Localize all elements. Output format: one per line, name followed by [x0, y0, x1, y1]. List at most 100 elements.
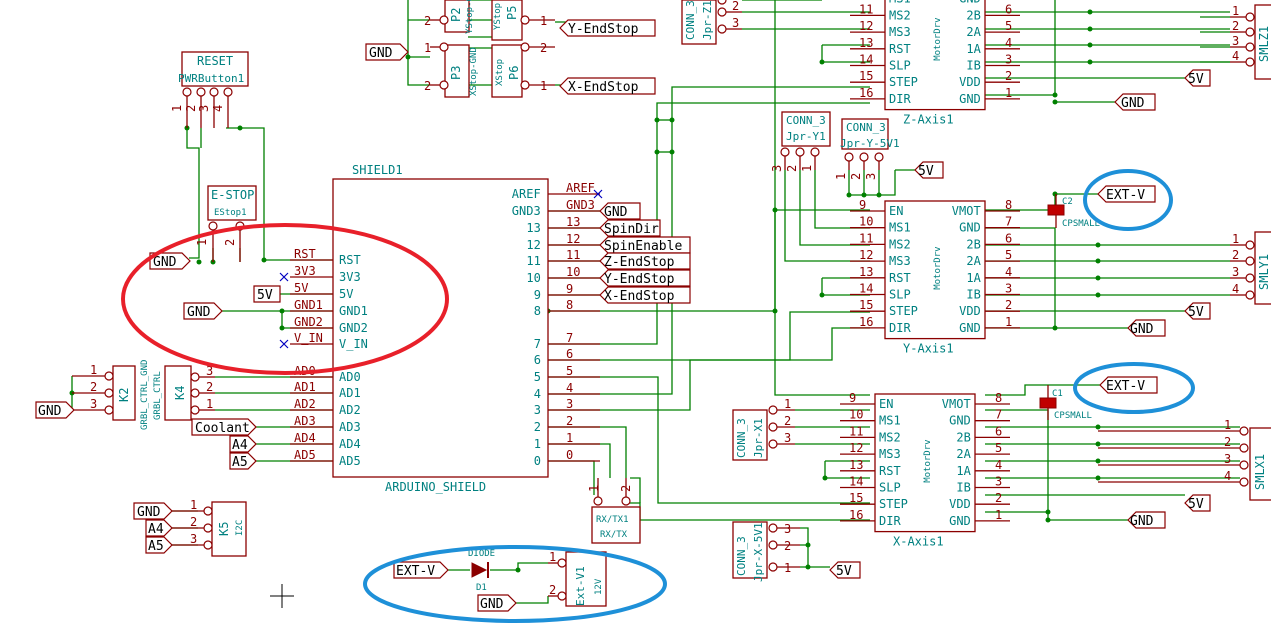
- capacitor-c1[interactable]: C1 CPSMALL: [1039, 385, 1092, 421]
- svg-text:STEP: STEP: [879, 497, 908, 511]
- label-gnd-i2c[interactable]: GND: [133, 502, 173, 520]
- label-y-endstop-top[interactable]: Y-EndStop: [559, 19, 656, 37]
- svg-text:3: 3: [206, 364, 213, 378]
- svg-text:Y-EndStop: Y-EndStop: [568, 22, 639, 37]
- ext-v1-connector[interactable]: Ext-V1 12V 12: [548, 550, 607, 607]
- shield-pin-8: 8: [534, 304, 541, 318]
- shield-net-7: 7: [566, 331, 573, 345]
- svg-text:Y-Axis1: Y-Axis1: [903, 342, 954, 356]
- svg-text:DIR: DIR: [889, 92, 911, 106]
- rxtx-connector[interactable]: RX/TX1 RX/TX 1 2: [587, 478, 641, 544]
- shield-pin-11: 11: [526, 254, 540, 268]
- label-x-endstop-top[interactable]: X-EndStop: [559, 77, 656, 95]
- label-5v-x-jpr[interactable]: 5V: [829, 561, 861, 579]
- svg-text:YStop-G: YStop-G: [465, 0, 475, 34]
- svg-text:D1: D1: [476, 583, 487, 593]
- label-a5[interactable]: A5: [229, 452, 257, 470]
- jpr-x-5v1[interactable]: CONN_3 Jpr-X-5V1 321: [732, 521, 800, 582]
- svg-text:K2: K2: [117, 388, 131, 402]
- estop-symbol[interactable]: E-STOP EStop1 1 2: [195, 185, 257, 262]
- jpr-y-5v1[interactable]: CONN_3 Jpr-Y-5V1 1 2 3: [834, 118, 900, 180]
- svg-text:1: 1: [549, 550, 556, 564]
- svg-text:K5: K5: [217, 522, 231, 536]
- svg-text:VDD: VDD: [949, 497, 971, 511]
- svg-text:15: 15: [859, 69, 873, 83]
- label-5v-x[interactable]: 5V: [1184, 494, 1211, 512]
- endstop-connectors[interactable]: P2 YStop-G 2 YStop P5 1 P3 XStop-GND 1 2…: [424, 0, 555, 98]
- label-gnd-gnd1[interactable]: GND: [183, 302, 223, 320]
- label-5v-y[interactable]: 5V: [1184, 302, 1211, 320]
- svg-text:3: 3: [1224, 452, 1231, 466]
- svg-text:2: 2: [784, 414, 791, 428]
- z-axis-driver[interactable]: 9EN8VMOT10MS17GND11MS262B12MS352A13RST41…: [850, 0, 1020, 127]
- label-coolant[interactable]: Coolant: [191, 418, 257, 436]
- svg-text:RST: RST: [889, 271, 911, 285]
- svg-text:I2C: I2C: [235, 520, 245, 536]
- k2-connector[interactable]: K2 GRBL_CTRL_GND 123: [72, 360, 150, 430]
- svg-text:CPSMALL: CPSMALL: [1054, 411, 1092, 421]
- svg-text:P2: P2: [449, 8, 463, 22]
- label-gnd-k2[interactable]: GND: [35, 401, 75, 419]
- shield-pin-6: 6: [534, 353, 541, 367]
- k5-connector[interactable]: K5 I2C 123: [170, 498, 247, 557]
- label-gnd-endstop[interactable]: GND: [365, 43, 409, 61]
- label-5v-y-jpr[interactable]: 5V: [914, 161, 944, 179]
- label-gnd-extv1[interactable]: GND: [477, 594, 517, 612]
- label-gnd-x[interactable]: GND: [1127, 511, 1166, 529]
- svg-text:2: 2: [1232, 19, 1239, 33]
- svg-text:2: 2: [206, 380, 213, 394]
- label-gnd-rst[interactable]: GND: [149, 252, 191, 270]
- svg-text:4: 4: [211, 105, 225, 112]
- svg-text:3: 3: [90, 397, 97, 411]
- label-a4-i2c[interactable]: A4: [145, 519, 173, 537]
- label-gnd-z[interactable]: GND: [1114, 93, 1156, 111]
- label-gnd-y[interactable]: GND: [1127, 319, 1166, 337]
- svg-text:X-Axis1: X-Axis1: [893, 535, 944, 549]
- label-a5-i2c[interactable]: A5: [145, 536, 173, 554]
- shield-pin-ad5: AD5: [339, 454, 361, 468]
- svg-text:5V: 5V: [257, 288, 273, 303]
- label-y-endstop-shield[interactable]: Y-EndStop: [599, 269, 691, 287]
- shield-value: ARDUINO_SHIELD: [385, 480, 486, 494]
- svg-text:GND: GND: [1130, 322, 1154, 337]
- diode-symbol[interactable]: DIODE D1: [468, 549, 495, 593]
- reset-button-symbol[interactable]: RESET PWRButton1 1 2 3 4: [170, 51, 249, 128]
- shield-net-aref: AREF: [566, 181, 595, 195]
- label-ext-v-y[interactable]: EXT-V: [1097, 185, 1156, 203]
- label-ext-v-diode[interactable]: EXT-V: [393, 561, 449, 579]
- label-spin-enable[interactable]: SpinEnable: [599, 236, 691, 254]
- label-5v-shield[interactable]: 5V: [253, 285, 281, 303]
- shield-pin-13: 13: [526, 221, 540, 235]
- arduino-shield[interactable]: SHIELD1 ARDUINO_SHIELD RSTRST3V33V35V5VG…: [279, 163, 603, 494]
- label-5v-z[interactable]: 5V: [1184, 69, 1211, 87]
- shield-pin-ad1: AD1: [339, 386, 361, 400]
- svg-text:9: 9: [859, 198, 866, 212]
- svg-text:16: 16: [859, 86, 873, 100]
- shield-left-pins: RSTRST3V33V35V5VGND1GND1GND2GND2V_INV_IN…: [279, 247, 368, 468]
- svg-text:1: 1: [540, 79, 547, 93]
- label-ext-v-x[interactable]: EXT-V: [1099, 376, 1158, 394]
- k4-connector[interactable]: K4 GRBL_CTRL 321: [153, 364, 215, 421]
- jpr-x1[interactable]: CONN_3 Jpr-X1 123: [732, 397, 795, 461]
- label-a4[interactable]: A4: [229, 435, 257, 453]
- label-spin-dir[interactable]: SpinDir: [599, 219, 661, 237]
- label-x-endstop-shield[interactable]: X-EndStop: [599, 286, 691, 304]
- svg-text:IB: IB: [966, 59, 980, 73]
- label-gnd-gnd3[interactable]: GND: [599, 202, 641, 220]
- svg-text:1: 1: [540, 14, 547, 28]
- shield-net-12: 12: [566, 232, 580, 246]
- capacitor-c2[interactable]: C2 CPSMALL: [1047, 194, 1100, 229]
- svg-text:CONN_3: CONN_3: [684, 0, 697, 40]
- svg-text:1: 1: [206, 397, 213, 411]
- label-z-endstop[interactable]: Z-EndStop: [599, 252, 691, 270]
- jpr-y1[interactable]: CONN_3 Jpr-Y1 3 2 1: [770, 111, 831, 172]
- svg-text:GND: GND: [187, 305, 211, 320]
- shield-net-13: 13: [566, 215, 580, 229]
- svg-text:Jpr-X1: Jpr-X1: [752, 418, 765, 458]
- jpr-z1[interactable]: CONN_3 Jpr-Z1 23: [681, 0, 742, 45]
